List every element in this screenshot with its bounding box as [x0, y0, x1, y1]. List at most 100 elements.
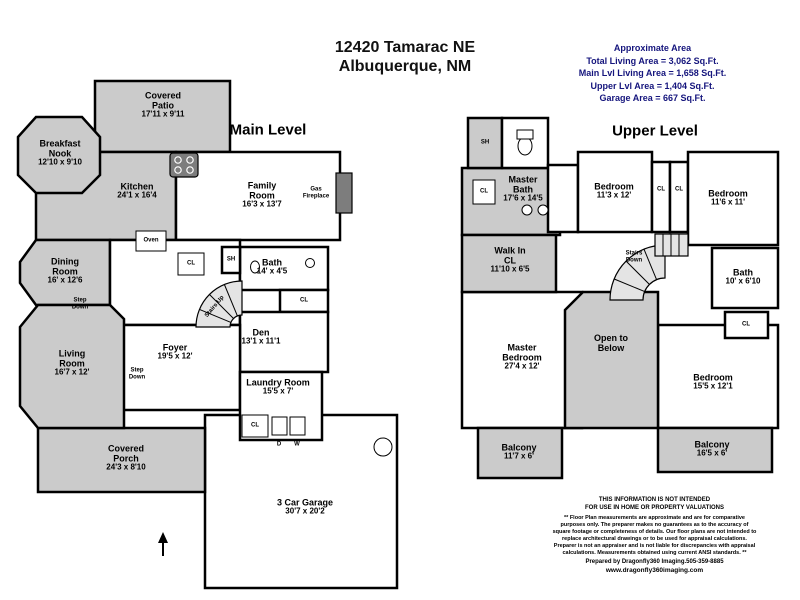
- upper-level-plan: Upper Level Master Bath 17'6 x 14'5 Bedr…: [455, 110, 800, 490]
- room-label-family-room: Family Room 16'3 x 13'7: [242, 180, 282, 209]
- washer-label: W: [294, 441, 300, 448]
- room-label-living-room: Living Room 16'7 x 12': [54, 348, 90, 377]
- toilet-tank-shape: [516, 129, 534, 140]
- family-room-shape: [174, 150, 342, 242]
- sink-icon: [521, 204, 533, 216]
- room-label-garage: 3 Car Garage 30'7 x 20'2: [276, 497, 334, 516]
- area-summary: Approximate Area Total Living Area = 3,0…: [545, 42, 760, 105]
- open-to-below-shape: [563, 290, 660, 430]
- foyer-shape: [120, 323, 242, 412]
- bedroom1-shape: [576, 150, 654, 234]
- upper-hall-shape: [546, 163, 580, 234]
- property-address: 12420 Tamarac NE: [334, 39, 476, 56]
- balcony-right-shape: [656, 426, 774, 474]
- balcony-left-shape: [476, 426, 564, 480]
- toilet-icon: [250, 260, 260, 274]
- stair-tread: [199, 308, 232, 323]
- disclaimer-prepared-by: Prepared by Dragonfly360 Imaging.505-359…: [585, 559, 724, 566]
- water-heater-icon: [373, 437, 393, 457]
- property-city: Albuquerque, NM: [338, 58, 472, 76]
- burner-icon: [186, 156, 194, 164]
- stair-tread: [643, 249, 658, 280]
- hall-closet-label: CL: [187, 260, 195, 267]
- step-down-label-2: Step Down: [128, 367, 146, 380]
- stair-tread: [625, 260, 650, 285]
- room-label-bedroom3: Bedroom 15'5 x 12'1: [693, 372, 733, 391]
- area-upper-lvl: Upper Lvl Area = 1,404 Sq.Ft.: [590, 80, 715, 91]
- stair-tread: [223, 284, 238, 317]
- north-arrow-icon: [158, 532, 168, 543]
- area-garage: Garage Area = 667 Sq.Ft.: [599, 93, 706, 104]
- room-label-balcony-left: Balcony 11'7 x 6': [501, 442, 537, 461]
- oven-label: Oven: [143, 237, 159, 244]
- room-label-upper-bath: Bath 10' x 6'10: [725, 267, 761, 286]
- shower-shape: [220, 245, 242, 275]
- room-label-main-bath: Bath 14' x 4'5: [256, 257, 288, 276]
- laundry-closet-label: CL: [251, 422, 259, 429]
- fireplace-shape: [335, 172, 353, 214]
- room-label-breakfast-nook: Breakfast Nook 12'10 x 9'10: [38, 138, 82, 167]
- covered-porch-shape: [36, 426, 207, 494]
- main-level-floorplan-drawing: [16, 79, 399, 590]
- bedroom2-shape: [686, 150, 780, 247]
- area-total: Total Living Area = 3,062 Sq.Ft.: [586, 55, 719, 66]
- room-label-balcony-right: Balcony 16'5 x 6': [694, 439, 730, 458]
- walkin-closet-shape: [460, 233, 558, 294]
- room-label-covered-patio: Covered Patio 17'11 x 9'11: [141, 90, 185, 119]
- closet1-shape: [650, 160, 672, 234]
- toilet-icon: [517, 136, 533, 156]
- sink-icon: [537, 204, 549, 216]
- room-label-master-bath: Master Bath 17'6 x 14'5: [503, 174, 543, 203]
- room-label-foyer: Foyer 19'5 x 12': [157, 342, 193, 361]
- shower-room-shape: [466, 116, 504, 170]
- room-label-walkin-closet: Walk In CL 11'10 x 6'5: [490, 245, 530, 274]
- disclaimer-heading-2: FOR USE IN HOME OR PROPERTY VALUATIONS: [584, 504, 724, 511]
- washer-shape: [289, 416, 306, 436]
- masterbath-closet-label: CL: [480, 188, 488, 195]
- step-down-label-1: Step Down: [71, 297, 89, 310]
- disclaimer-heading-1: THIS INFORMATION IS NOT INTENDED: [598, 497, 711, 503]
- gas-fireplace-label: Gas Fireplace: [302, 186, 330, 199]
- open-to-below-label: Open to Below: [594, 332, 628, 353]
- room-label-den: Den 13'1 x 11'1: [241, 327, 281, 346]
- master-bedroom-shape: [460, 290, 584, 430]
- living-room-shape: [18, 303, 126, 430]
- breakfast-nook-shape: [16, 115, 102, 195]
- upper-bath-closet-label: CL: [742, 321, 750, 328]
- oven-cabinet-shape: [135, 230, 167, 252]
- upper-level-heading: Upper Level: [612, 122, 698, 140]
- property-title: 12420 Tamarac NE Albuquerque, NM: [280, 38, 530, 76]
- dryer-shape: [271, 416, 288, 436]
- hall-closet-shape: [177, 252, 205, 276]
- upper-level-floorplan-drawing: [460, 116, 780, 480]
- laundry-closet-shape: [241, 414, 269, 438]
- room-label-dining-room: Dining Room 16' x 12'6: [47, 256, 83, 285]
- main-level-heading: Main Level: [229, 121, 307, 139]
- area-main-lvl: Main Lvl Living Area = 1,658 Sq.Ft.: [578, 68, 727, 79]
- upper-bath-shape: [710, 246, 780, 310]
- shower-label: SH: [226, 256, 236, 263]
- room-label-laundry-room: Laundry Room 15'5 x 7': [246, 377, 310, 396]
- stairs-down-label: Stairs Down: [625, 250, 643, 263]
- sink-icon: [305, 258, 315, 268]
- closet1-label: CL: [657, 186, 665, 193]
- main-level-plan: Main Level Covered Patio 17'11 x 9'11 Br…: [10, 75, 410, 590]
- upper-bath-closet-shape: [723, 310, 770, 340]
- burner-icon: [174, 156, 182, 164]
- den-shape: [238, 310, 330, 374]
- stair-tread: [209, 294, 234, 319]
- disclaimer-body: ** Floor Plan measurements are approxima…: [552, 514, 757, 557]
- area-heading: Approximate Area: [613, 43, 692, 53]
- cooktop-shape: [169, 152, 199, 178]
- disclaimer-block: THIS INFORMATION IS NOT INTENDED FOR USE…: [552, 497, 757, 576]
- room-label-bedroom2: Bedroom 11'6 x 11': [708, 188, 748, 207]
- upper-shower-label: SH: [480, 139, 490, 146]
- dryer-label: D: [276, 441, 282, 448]
- room-label-kitchen: Kitchen 24'1 x 16'4: [117, 181, 157, 200]
- disclaimer-website: www.dragonfly360imaging.com: [605, 567, 704, 575]
- burner-icon: [174, 166, 182, 174]
- masterbath-closet-shape: [472, 179, 496, 205]
- stair-tread: [614, 278, 645, 293]
- bath-closet-label: CL: [300, 297, 308, 304]
